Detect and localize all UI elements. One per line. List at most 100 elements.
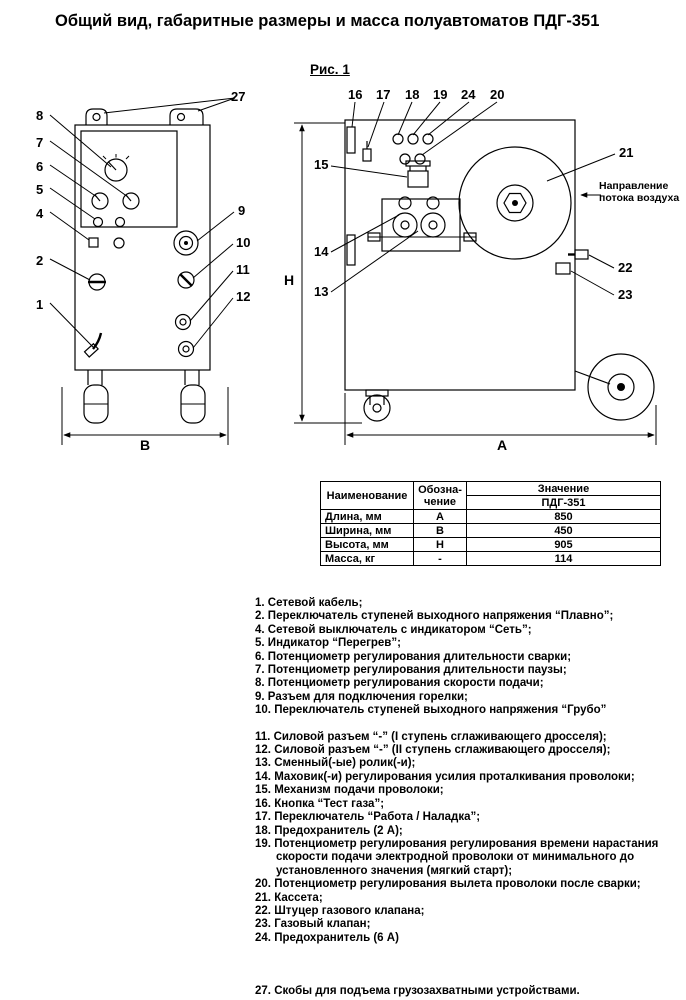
parameter-symbol: - bbox=[413, 551, 467, 566]
column-header-symbol: Обозна- чение bbox=[413, 481, 467, 510]
part-text: Потенциометр регулирования регулирования… bbox=[274, 837, 659, 877]
part-number: 6. bbox=[255, 650, 265, 663]
part-text: Потенциометр регулирования длительности … bbox=[267, 664, 567, 677]
parts-list-item: 24. Предохранитель (6 А) bbox=[255, 932, 683, 945]
parts-list: 1. Сетевой кабель;2. Переключатель ступе… bbox=[255, 597, 683, 999]
callout-22: 22 bbox=[618, 260, 632, 275]
callout-10: 10 bbox=[236, 235, 250, 250]
parameter-value: 905 bbox=[466, 537, 661, 552]
parts-list-item: 27. Скобы для подъема грузозахватными ус… bbox=[255, 985, 683, 998]
part-number: 14. bbox=[255, 770, 271, 783]
parts-list-item: 14. Маховик(-и) регулирования усилия про… bbox=[255, 771, 683, 784]
parameter-value: 114 bbox=[466, 551, 661, 566]
part-number: 18. bbox=[255, 824, 271, 837]
part-number: 8. bbox=[255, 677, 265, 690]
part-number: 13. bbox=[255, 757, 271, 770]
callout-5: 5 bbox=[36, 182, 43, 197]
callout-16: 16 bbox=[348, 87, 362, 102]
parameter-name: Ширина, мм bbox=[320, 523, 414, 538]
dimensions-table: Наименование Обозна- чение Значение ПДГ-… bbox=[320, 481, 661, 566]
part-number: 27. bbox=[255, 985, 271, 998]
airflow-note: Направление потока воздуха bbox=[599, 180, 680, 204]
part-number: 23. bbox=[255, 918, 271, 931]
part-number: 5. bbox=[255, 637, 265, 650]
parameter-symbol: Н bbox=[413, 537, 467, 552]
part-number: 24. bbox=[255, 931, 271, 944]
part-number: 2. bbox=[255, 610, 265, 623]
page-title: Общий вид, габаритные размеры и масса по… bbox=[55, 12, 600, 30]
callout-20: 20 bbox=[490, 87, 504, 102]
part-number: 19. bbox=[255, 837, 271, 850]
callout-14: 14 bbox=[314, 244, 329, 259]
callout-21: 21 bbox=[619, 145, 633, 160]
parts-list-item: 21. Кассета; bbox=[255, 892, 683, 905]
part-text: Кнопка “Тест газа”; bbox=[274, 797, 385, 810]
part-number: 20. bbox=[255, 878, 271, 891]
technical-drawing: 8 7 6 5 4 2 1 27 9 10 11 12 В bbox=[36, 87, 657, 453]
callout-12: 12 bbox=[236, 289, 250, 304]
part-text: Предохранитель (2 А); bbox=[274, 824, 403, 837]
parts-list-item: 23. Газовый клапан; bbox=[255, 918, 683, 931]
parts-list-item: 6. Потенциометр регулирования длительнос… bbox=[255, 651, 683, 664]
parts-list-item: 16. Кнопка “Тест газа”; bbox=[255, 798, 683, 811]
part-text: Переключатель “Работа / Наладка”; bbox=[274, 811, 481, 824]
part-number: 10. bbox=[255, 704, 271, 717]
callout-11: 11 bbox=[236, 262, 250, 277]
part-text: Индикатор “Перегрев”; bbox=[267, 637, 401, 650]
parameter-name: Масса, кг bbox=[320, 551, 414, 566]
part-text: Газовый клапан; bbox=[274, 918, 371, 931]
column-header-name: Наименование bbox=[320, 481, 414, 510]
callout-27: 27 bbox=[231, 89, 245, 104]
part-number: 21. bbox=[255, 891, 271, 904]
dimension-label-length: А bbox=[497, 437, 507, 453]
parts-group-2: 11. Силовой разъем “-” (I ступень сглажи… bbox=[255, 731, 683, 946]
parts-list-item: 10. Переключатель ступеней выходного нап… bbox=[255, 704, 683, 717]
part-text: Механизм подачи проволоки; bbox=[274, 784, 444, 797]
callout-23: 23 bbox=[618, 287, 632, 302]
callout-1: 1 bbox=[36, 297, 43, 312]
callout-4: 4 bbox=[36, 206, 44, 221]
side-view-drawing: 16 17 18 19 24 20 15 14 13 21 22 23 Н А bbox=[284, 87, 657, 453]
part-number: 11. bbox=[255, 730, 271, 743]
side-body bbox=[344, 119, 576, 391]
parameter-symbol: А bbox=[413, 509, 467, 524]
part-text: Маховик(-и) регулирования усилия проталк… bbox=[274, 770, 635, 783]
part-number: 4. bbox=[255, 623, 265, 636]
part-number: 15. bbox=[255, 784, 271, 797]
parts-list-item: 19. Потенциометр регулирования регулиров… bbox=[255, 838, 683, 878]
front-body bbox=[74, 124, 211, 371]
part-number: 9. bbox=[255, 690, 265, 703]
parts-group-1: 1. Сетевой кабель;2. Переключатель ступе… bbox=[255, 597, 683, 718]
table-row: Ширина, мм В 450 bbox=[320, 523, 661, 538]
parts-list-item: 1. Сетевой кабель; bbox=[255, 597, 683, 610]
part-number: 17. bbox=[255, 811, 271, 824]
parts-list-item: 8. Потенциометр регулирования скорости п… bbox=[255, 677, 683, 690]
column-header-model: ПДГ-351 bbox=[466, 495, 661, 510]
part-text: Потенциометр регулирования длительности … bbox=[267, 650, 572, 663]
parts-list-item: 17. Переключатель “Работа / Наладка”; bbox=[255, 811, 683, 824]
dimension-label-height: Н bbox=[284, 272, 294, 288]
parameter-value: 450 bbox=[466, 523, 661, 538]
callout-19: 19 bbox=[433, 87, 447, 102]
part-number: 12. bbox=[255, 744, 271, 757]
part-text: Потенциометр регулирования вылета провол… bbox=[274, 878, 641, 891]
table-row: Масса, кг - 114 bbox=[320, 551, 661, 566]
parts-list-item: 4. Сетевой выключатель с индикатором “Се… bbox=[255, 624, 683, 637]
callout-8: 8 bbox=[36, 108, 43, 123]
part-number: 1. bbox=[255, 597, 265, 609]
parameter-name: Высота, мм bbox=[320, 537, 414, 552]
column-header-value: Значение bbox=[466, 481, 661, 496]
front-control-panel bbox=[80, 130, 178, 228]
part-text: Переключатель ступеней выходного напряже… bbox=[274, 704, 607, 717]
parameter-name: Длина, мм bbox=[320, 509, 414, 524]
part-text: Потенциометр регулирования скорости пода… bbox=[267, 677, 544, 690]
callout-18: 18 bbox=[405, 87, 419, 102]
callout-13: 13 bbox=[314, 284, 328, 299]
part-text: Предохранитель (6 А) bbox=[274, 931, 399, 944]
part-text: Скобы для подъема грузозахватными устрой… bbox=[274, 985, 580, 998]
parameter-value: 850 bbox=[466, 509, 661, 524]
part-text: Силовой разъем “-” (I ступень сглаживающ… bbox=[273, 730, 607, 743]
front-view-drawing: 8 7 6 5 4 2 1 27 9 10 11 12 В bbox=[36, 89, 250, 453]
parts-list-item: 5. Индикатор “Перегрев”; bbox=[255, 637, 683, 650]
